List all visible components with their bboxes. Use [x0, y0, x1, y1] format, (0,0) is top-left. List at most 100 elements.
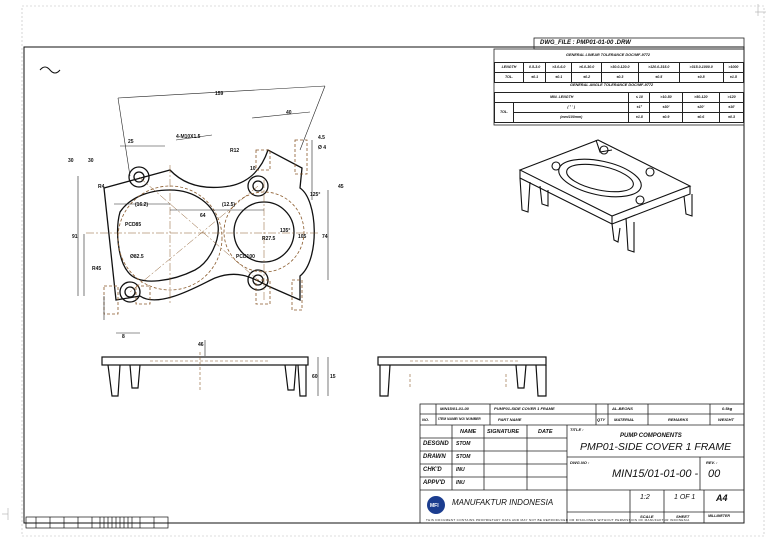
dim-pcd85: PCD85 — [125, 222, 141, 228]
name-checked: INU — [456, 467, 465, 473]
role-approved: APPV'D — [423, 480, 446, 486]
dim-8: 8 — [122, 334, 125, 340]
table-cell: ±0.3 — [719, 112, 744, 123]
table-cell: ±0.1 — [522, 72, 547, 83]
table-cell: ±20' — [681, 102, 721, 113]
table-cell: ±0.8 — [678, 72, 724, 83]
header-remarks: REMARKS — [668, 417, 689, 422]
header-part-name: PART NAME — [498, 417, 522, 422]
table-cell: ±1° — [628, 102, 651, 113]
table-cell: ≤ 10 — [628, 92, 651, 103]
table-cell: >30.0-120.0 — [600, 62, 639, 73]
rev-value: 00 — [708, 468, 721, 480]
logo-text: MFI — [430, 503, 439, 509]
dim-25: 25 — [128, 139, 134, 145]
col-name: NAME — [460, 429, 477, 435]
tolerance-table-frame — [493, 37, 745, 126]
dim-30b: 30 — [88, 158, 94, 164]
surface-finish-symbol — [39, 66, 61, 74]
table-cell: ±30' — [649, 102, 683, 113]
name-approved: INU — [456, 480, 465, 486]
table-cell: >120 — [719, 92, 744, 103]
angle-tolerance-mm-row: (mm/100mm) ±1.8 ±0.9 ±0.6 ±0.3 — [495, 112, 744, 123]
unit-label: MILLIMETER — [708, 514, 730, 518]
company-logo: MFI — [427, 496, 445, 514]
sheet-value: 1 OF 1 — [674, 494, 696, 501]
front-elevation-texts: 46 60 15 — [198, 342, 336, 380]
table-cell: (mm/100mm) — [512, 112, 630, 123]
scale-label: SCALE — [640, 514, 654, 519]
scale-value: 1:2 — [640, 494, 650, 501]
linear-tolerance-values-row: TOL. ±0.1 ±0.1 ±0.2 ±0.3 ±0.5 ±0.8 ±1.5 — [494, 72, 745, 83]
col-signature: SIGNATURE — [487, 429, 519, 435]
table-cell: ±0.9 — [649, 112, 683, 123]
table-cell: ±10' — [719, 102, 744, 113]
table-cell: ±0.6 — [681, 112, 721, 123]
table-cell: TOL. — [494, 72, 524, 83]
dim-16-2: (16.2) — [135, 202, 148, 208]
dim-45: 45 — [338, 184, 344, 190]
table-cell: ±1.5 — [722, 72, 745, 83]
title-line-1: PUMP COMPONENTS — [620, 433, 682, 439]
table-cell: ±0.3 — [600, 72, 639, 83]
dim-74: 74 — [322, 234, 328, 240]
dim-r27: R27.5 — [262, 236, 276, 242]
ref-part-name: PUMP01-SIDE COVER 1 FRAME — [494, 406, 555, 411]
dim-r45: R45 — [92, 266, 101, 272]
dim-r12: R12 — [230, 148, 239, 154]
table-cell: ±0.1 — [545, 72, 573, 83]
name-drawn: STOM — [456, 454, 471, 460]
role-designed: DESGND — [423, 441, 449, 447]
table-cell: >6.0-30.0 — [571, 62, 602, 73]
linear-tolerance-table: LENGTH 0.5-3.0 >3.0-6.0 >6.0-30.0 >30.0-… — [494, 62, 745, 83]
table-cell: ±1.8 — [628, 112, 651, 123]
table-cell: MIN. LENGTH — [493, 92, 630, 103]
frame-border — [23, 46, 745, 524]
frame-cutout-left — [116, 189, 219, 282]
plan-view — [103, 149, 315, 303]
dim-60: 60 — [312, 374, 318, 380]
dim-135: 135° — [280, 228, 290, 234]
angle-tolerance-ranges-row: MIN. LENGTH ≤ 10 >10-50 >50-120 >120 — [493, 92, 744, 103]
table-cell: >315.0-1000.0 — [678, 62, 724, 73]
angle-tolerance-title: GENERAL ANGLE TOLERANCE DOC/MF-9772 — [570, 83, 654, 87]
dim-30a: 30 — [68, 158, 74, 164]
dim-40: 40 — [286, 110, 292, 116]
header-material: MATERIAL — [614, 417, 635, 422]
dimension-texts: 159 40 25 4-M10X1.5 R12 4.5 Ø 4 30 30 R4… — [68, 91, 344, 340]
dimension-lines — [77, 85, 329, 334]
table-cell: TOL. — [494, 102, 514, 123]
dwg-no: MIN15/01-01-00 - — [612, 468, 699, 480]
isometric-view — [518, 139, 693, 253]
dim-overall: 159 — [215, 91, 224, 97]
frame-outline — [103, 149, 315, 301]
table-cell: LENGTH — [494, 62, 524, 73]
front-elevation-view — [101, 356, 309, 397]
size-value: A4 — [716, 493, 728, 503]
sheet-label: SHEET — [676, 514, 690, 519]
table-cell: ( ° ' ) — [512, 102, 630, 113]
dim-d4: Ø 4 — [318, 145, 326, 151]
dim-91: 91 — [72, 234, 78, 240]
dim-hole-callout: 4-M10X1.5 — [176, 134, 201, 140]
angle-tolerance-table: MIN. LENGTH ≤ 10 >10-50 >50-120 >120 TOL… — [493, 92, 744, 123]
header-no: NO. — [422, 417, 430, 422]
col-date: DATE — [538, 429, 553, 435]
material-value: AL-BEONS — [612, 406, 633, 411]
title-label: TITLE : — [570, 427, 584, 432]
footer-notice: THIS DOCUMENT CONTAINS PROPRIETARY DATA … — [426, 518, 690, 522]
header-qty: QTY — [597, 417, 606, 422]
name-designed: STOM — [456, 441, 471, 447]
center-lines — [86, 165, 320, 305]
file-label: DWG_FILE : PMP01-01-00 .DRW — [540, 40, 631, 46]
side-view — [377, 356, 547, 397]
dim-82: Ø82.5 — [130, 254, 144, 260]
role-drawn: DRAWN — [423, 454, 446, 460]
linear-tolerance-title: GENERAL LINEAR TOLERANCE DOC/MF-9772 — [566, 53, 651, 57]
rev-label: REV. : — [706, 460, 718, 465]
angle-tolerance-deg-row: TOL. ( ° ' ) ±1° ±30' ±20' ±10' — [494, 102, 744, 123]
weight-value: 0.5kg — [722, 406, 733, 411]
dim-105: 105 — [298, 234, 307, 240]
side-view-hidden — [409, 360, 520, 388]
